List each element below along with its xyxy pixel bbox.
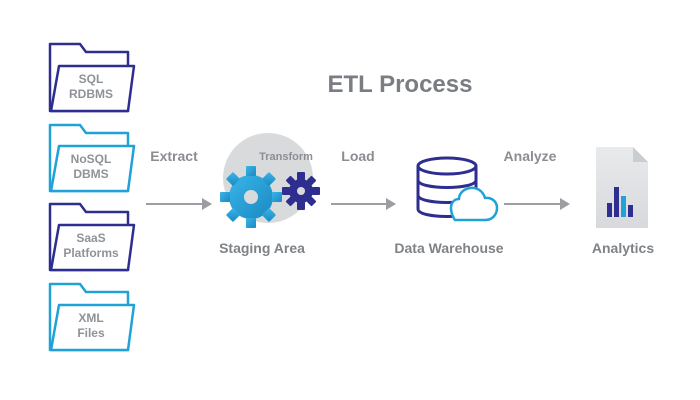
large-gear-icon: [220, 166, 282, 228]
arrow-extract: [146, 198, 212, 210]
diagram-title: ETL Process: [328, 71, 473, 98]
source-folder-sql: SQL RDBMS: [48, 42, 136, 113]
arrow-analyze: [504, 198, 570, 210]
source-folder-saas: SaaS Platforms: [48, 202, 136, 272]
data-warehouse-label: Data Warehouse: [394, 240, 503, 256]
cloud-icon: [449, 186, 499, 222]
source-folder-sql-line-1: SQL: [79, 72, 104, 86]
analytics-label: Analytics: [592, 240, 654, 256]
step-analyze-label: Analyze: [504, 148, 557, 164]
transform-label: Transform: [259, 151, 313, 163]
source-folder-nosql-line-2: DBMS: [73, 167, 108, 181]
analytics-bar-2: [614, 187, 619, 217]
staging-area-label: Staging Area: [219, 240, 305, 256]
data-warehouse-icon: [416, 156, 499, 222]
small-gear-icon: [282, 172, 320, 210]
source-folder-xml-line-1: XML: [78, 311, 103, 325]
arrow-load: [331, 198, 396, 210]
source-folder-saas-line-2: Platforms: [63, 246, 119, 260]
source-folder-nosql: NoSQL DBMS: [48, 123, 136, 193]
analytics-bar-4: [628, 205, 633, 217]
analytics-bar-1: [607, 203, 612, 217]
step-extract-label: Extract: [150, 148, 198, 164]
source-folder-xml-line-2: Files: [77, 326, 105, 340]
source-folder-nosql-line-1: NoSQL: [71, 152, 112, 166]
step-load-label: Load: [341, 148, 374, 164]
staging-area-icon: Transform: [220, 133, 320, 228]
source-folder-xml: XML Files: [48, 282, 136, 352]
source-folder-saas-line-1: SaaS: [76, 231, 105, 245]
source-folder-sql-line-2: RDBMS: [69, 87, 113, 101]
analytics-bar-3: [621, 196, 626, 217]
analytics-icon: [596, 147, 648, 228]
